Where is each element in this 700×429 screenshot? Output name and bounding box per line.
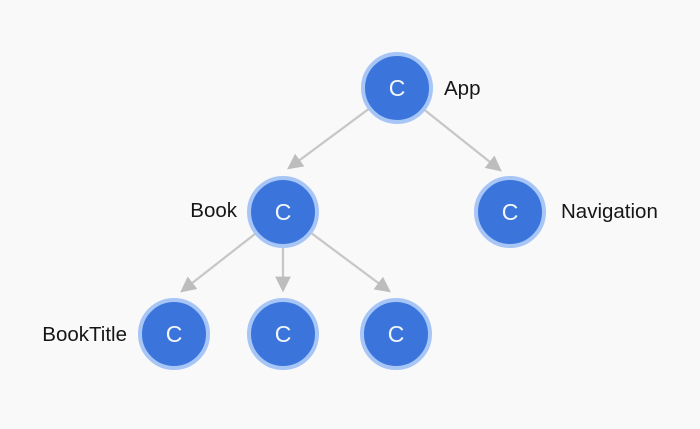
node-app: C	[361, 52, 433, 124]
component-letter: C	[387, 320, 405, 347]
component-letter: C	[274, 320, 292, 347]
component-letter: C	[501, 198, 519, 225]
node-book-child-3: C	[360, 298, 432, 370]
node-book: C	[247, 176, 319, 248]
label-book: Book	[190, 199, 237, 222]
component-letter: C	[388, 74, 406, 101]
node-navigation: C	[474, 176, 546, 248]
component-letter: C	[165, 320, 183, 347]
node-book-child-2: C	[247, 298, 319, 370]
label-navigation: Navigation	[561, 200, 658, 223]
component-letter: C	[274, 198, 292, 225]
label-booktitle: BookTitle	[42, 323, 127, 346]
node-booktitle: C	[138, 298, 210, 370]
label-app: App	[444, 77, 481, 100]
